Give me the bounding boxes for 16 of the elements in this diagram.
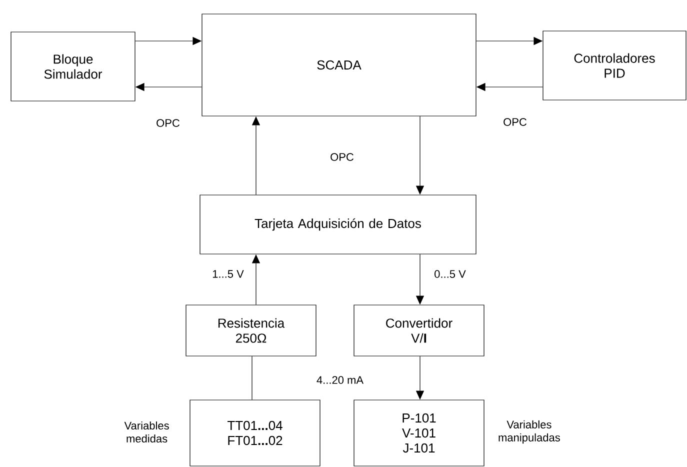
signal-label: 0...5 V [434,270,466,278]
block-box: Convertidor V/I [354,304,484,356]
signal-label: 4...20 mA [316,376,364,384]
signal-label: OPC [330,153,354,161]
signal-label: 1...5 V [212,270,244,278]
block-box: Bloque Simulador [10,32,136,102]
side-note: Variables manipuladas [498,420,560,444]
signal-label: OPC [156,119,180,127]
block-box: TT01...04 FT01...02 [190,400,320,466]
signal-label: OPC [504,118,526,126]
block-box: SCADA [202,14,476,116]
side-note: Variables medidas [124,421,169,443]
block-box: Tarjeta Adquisición de Datos [200,194,476,254]
block-box: P-101 V-101 J-101 [354,400,484,466]
block-box: Controladores PID [542,30,686,100]
block-box: Resistencia 250Ω [186,304,316,356]
